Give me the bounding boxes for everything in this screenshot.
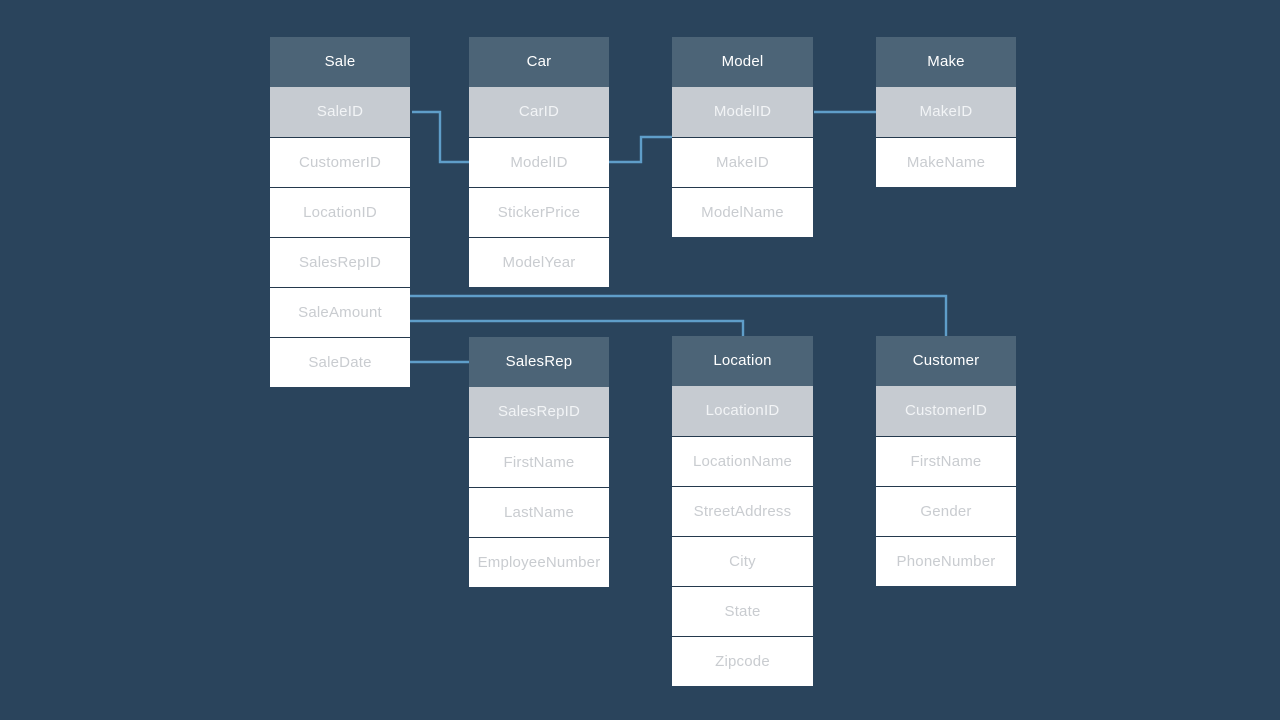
entity-location-field-locationname[interactable]: LocationName [672,436,813,486]
entity-location-field-streetaddress[interactable]: StreetAddress [672,486,813,536]
entity-salesrep-field-lastname[interactable]: LastName [469,487,609,537]
entity-salesrep-field-firstname[interactable]: FirstName [469,437,609,487]
entity-customer-field-firstname[interactable]: FirstName [876,436,1016,486]
entity-car-title: Car [469,37,609,87]
entity-location-field-state[interactable]: State [672,586,813,636]
entity-sale-field-locationid[interactable]: LocationID [270,187,410,237]
entity-model[interactable]: Model ModelID MakeID ModelName [672,37,813,237]
connector-sale-car [412,110,470,164]
entity-location[interactable]: Location LocationID LocationName StreetA… [672,336,813,686]
entity-customer-field-gender[interactable]: Gender [876,486,1016,536]
entity-sale-field-customerid[interactable]: CustomerID [270,137,410,187]
entity-salesrep[interactable]: SalesRep SalesRepID FirstName LastName E… [469,337,609,587]
entity-car-field-modelid[interactable]: ModelID [469,137,609,187]
entity-car-field-stickerprice[interactable]: StickerPrice [469,187,609,237]
entity-customer-field-phonenumber[interactable]: PhoneNumber [876,536,1016,586]
entity-model-title: Model [672,37,813,87]
entity-customer-title: Customer [876,336,1016,386]
connector-car-model [609,135,672,164]
entity-sale[interactable]: Sale SaleID CustomerID LocationID SalesR… [270,37,410,387]
entity-sale-field-saledate[interactable]: SaleDate [270,337,410,387]
entity-salesrep-field-employeenumber[interactable]: EmployeeNumber [469,537,609,587]
entity-make-title: Make [876,37,1016,87]
entity-location-field-zipcode[interactable]: Zipcode [672,636,813,686]
entity-car-field-carid[interactable]: CarID [469,87,609,137]
entity-location-field-city[interactable]: City [672,536,813,586]
entity-car[interactable]: Car CarID ModelID StickerPrice ModelYear [469,37,609,287]
entity-model-field-makeid[interactable]: MakeID [672,137,813,187]
entity-sale-field-saleid[interactable]: SaleID [270,87,410,137]
entity-model-field-modelname[interactable]: ModelName [672,187,813,237]
entity-make[interactable]: Make MakeID MakeName [876,37,1016,187]
entity-location-title: Location [672,336,813,386]
entity-customer-field-customerid[interactable]: CustomerID [876,386,1016,436]
entity-model-field-modelid[interactable]: ModelID [672,87,813,137]
connector-sale-location [410,319,745,337]
entity-sale-title: Sale [270,37,410,87]
entity-sale-field-salesrepid[interactable]: SalesRepID [270,237,410,287]
entity-customer[interactable]: Customer CustomerID FirstName Gender Pho… [876,336,1016,586]
entity-make-field-makeid[interactable]: MakeID [876,87,1016,137]
entity-salesrep-field-salesrepid[interactable]: SalesRepID [469,387,609,437]
connector-sale-customer [410,294,948,337]
entity-location-field-locationid[interactable]: LocationID [672,386,813,436]
entity-make-field-makename[interactable]: MakeName [876,137,1016,187]
entity-sale-field-saleamount[interactable]: SaleAmount [270,287,410,337]
entity-car-field-modelyear[interactable]: ModelYear [469,237,609,287]
entity-salesrep-title: SalesRep [469,337,609,387]
